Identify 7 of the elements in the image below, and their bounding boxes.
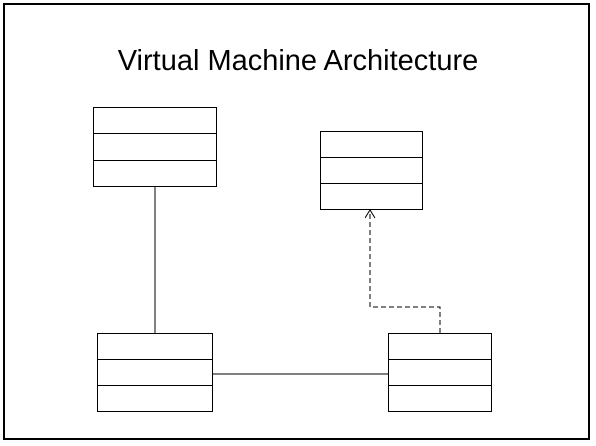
class-box	[320, 131, 423, 210]
association-line	[154, 186, 156, 334]
class-box	[388, 333, 492, 412]
class-box	[93, 107, 217, 187]
dependency-arrow	[364, 210, 440, 334]
class-box	[97, 333, 213, 412]
slide-title: Virtual Machine Architecture	[116, 44, 480, 78]
